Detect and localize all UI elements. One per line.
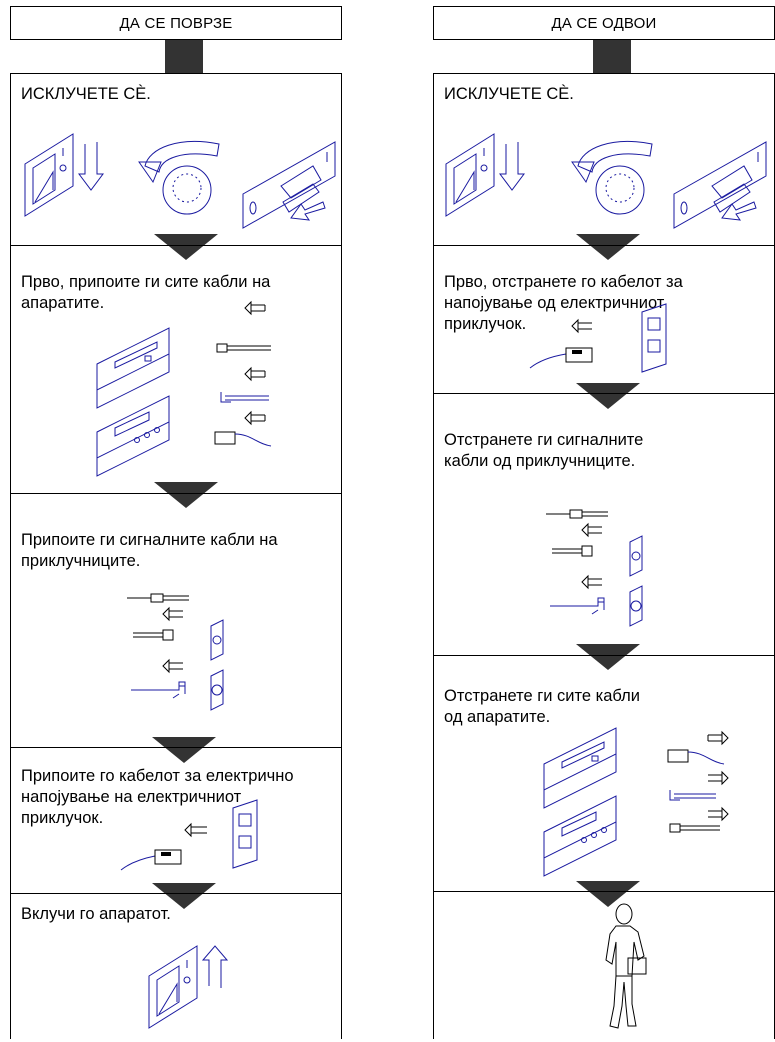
step-arrow-down: [154, 482, 218, 508]
connect-step-3-text: Припоите ги сигналните кабли на приклучн…: [21, 531, 278, 570]
connect-step-1-text: ИСКЛУЧЕТЕ СЀ.: [21, 85, 151, 103]
connect-step-4-text: Припоите го кабелот за електрично напоју…: [21, 767, 294, 827]
disconnect-column: ДА СЕ ОДВОИ ИСКЛУЧЕТЕ СЀ.: [433, 0, 775, 1039]
connect-step-2: Прво, припоите ги сите кабли на апаратит…: [10, 245, 342, 493]
connect-step-4: Припоите го кабелот за електрично напоју…: [10, 747, 342, 893]
device-icon: [543, 727, 617, 877]
step-arrow-down: [576, 234, 640, 260]
connect-step-5: Вклучи го апаратот.: [10, 893, 342, 1039]
disconnect-header: ДА СЕ ОДВОИ: [433, 6, 775, 40]
wall-outlet-icon: [529, 303, 667, 373]
disconnect-step-3: Отстранете ги сигналните кабли од приклу…: [433, 393, 775, 655]
power-switch-icon: [148, 945, 229, 1029]
connect-column: ДА СЕ ПОВРЗЕ ИСКЛУЧЕТЕ СЀ.: [10, 0, 342, 1039]
step-arrow-down: [152, 883, 216, 909]
person-walking-icon: [605, 903, 647, 1029]
disconnect-step-4: Отстранете ги сите кабли од апаратите.: [433, 655, 775, 891]
connector-block: [165, 40, 203, 74]
disconnect-step-5: [433, 891, 775, 1039]
step-arrow-down: [576, 383, 640, 409]
connect-step-3: Припоите ги сигналните кабли на приклучн…: [10, 493, 342, 747]
disconnect-step-1: ИСКЛУЧЕТЕ СЀ.: [433, 73, 775, 245]
step-arrow-down: [152, 737, 216, 763]
dial-icon: [571, 140, 653, 215]
disconnect-step-2: Прво, отстранете го кабелот за напојувањ…: [433, 245, 775, 393]
connect-header: ДА СЕ ПОВРЗЕ: [10, 6, 342, 40]
connect-header-title: ДА СЕ ПОВРЗЕ: [119, 14, 233, 32]
connector-block: [593, 40, 631, 74]
power-switch-icon: [24, 133, 104, 217]
rocker-switch-icon: [673, 141, 767, 229]
connect-step-2-text: Прво, припоите ги сите кабли на апаратит…: [21, 273, 271, 312]
cable-plug-icon: [214, 300, 272, 447]
disconnect-step-4-text: Отстранете ги сите кабли од апаратите.: [444, 687, 640, 726]
wall-outlet-icon: [546, 509, 643, 627]
disconnect-step-1-text: ИСКЛУЧЕТЕ СЀ.: [444, 85, 574, 103]
disconnect-step-2-text: Прво, отстранете го кабелот за напојувањ…: [444, 273, 683, 333]
connect-step-5-text: Вклучи го апаратот.: [21, 905, 171, 923]
dial-icon: [138, 140, 220, 215]
rocker-switch-icon: [242, 141, 336, 229]
wall-outlet-icon: [127, 593, 224, 711]
cable-plug-icon: [667, 730, 729, 833]
disconnect-header-title: ДА СЕ ОДВОИ: [551, 14, 657, 32]
wall-outlet-icon: [120, 799, 258, 871]
step-arrow-down: [576, 644, 640, 670]
power-switch-icon: [445, 133, 525, 217]
step-arrow-down: [576, 881, 640, 907]
disconnect-step-3-text: Отстранете ги сигналните кабли од приклу…: [444, 431, 644, 470]
device-icon: [96, 327, 170, 477]
step-arrow-down: [154, 234, 218, 260]
connect-step-1: ИСКЛУЧЕТЕ СЀ.: [10, 73, 342, 245]
